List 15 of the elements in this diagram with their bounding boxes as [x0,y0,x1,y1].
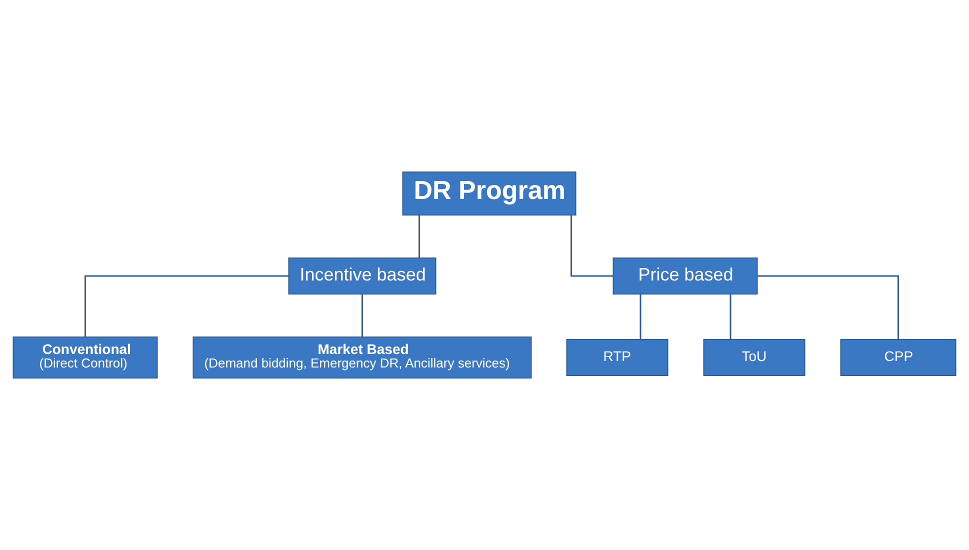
node-box: Market Based (Demand bidding, Emergency DR, Ancillary services) [192,336,532,378]
connector [730,294,732,340]
node-box: CPP [840,339,956,376]
connector [362,294,363,337]
node-box: ToU [703,339,806,376]
connector [640,294,642,340]
node-box: Incentive based [288,258,436,294]
connector [84,275,289,337]
node-box: Price based [612,258,758,294]
node-box: RTP [566,339,668,376]
connector [570,215,614,277]
connector [418,215,420,258]
node-box: Conventional (Direct Control) [12,336,158,378]
connector [757,275,899,340]
node-box: DR Program [402,172,576,216]
